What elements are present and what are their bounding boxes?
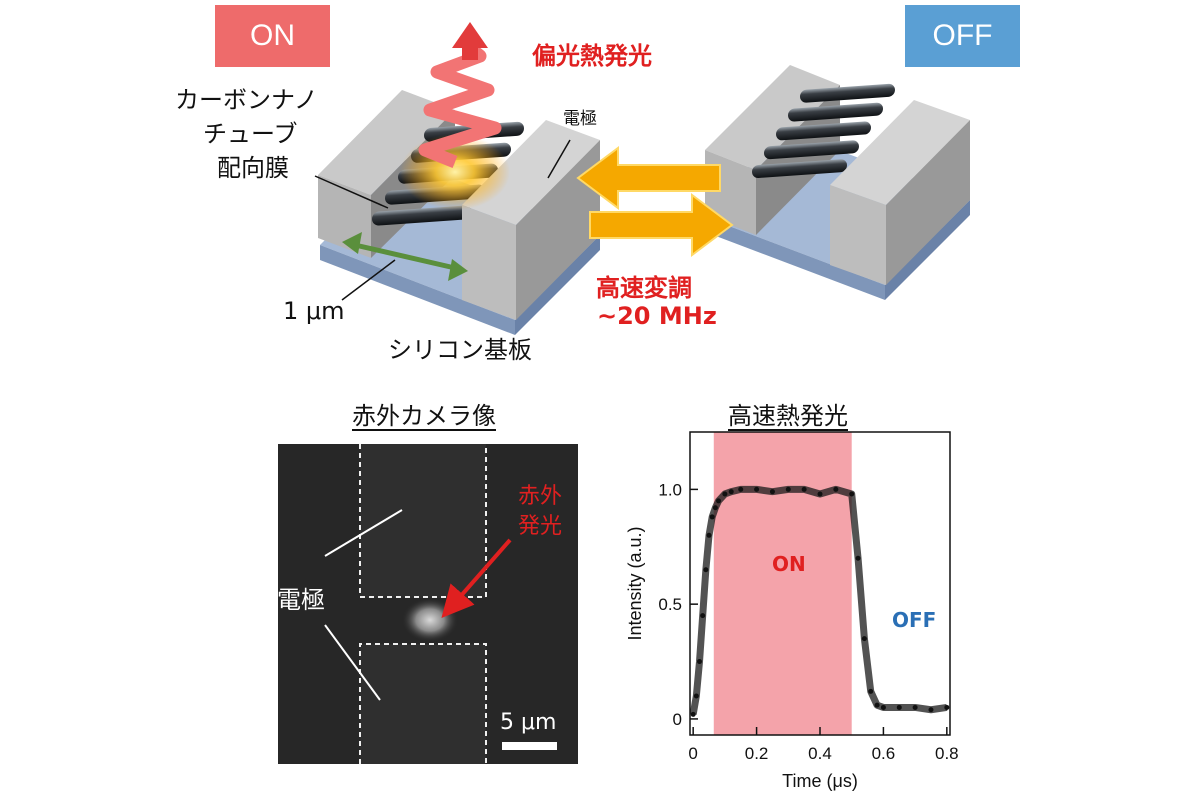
arrow-right-icon [589,193,734,257]
x-tick-label: 0.8 [935,744,959,763]
cnt-label-line2: チューブ [203,120,298,148]
data-point [716,498,722,504]
on-region [713,432,852,735]
data-point [769,489,775,495]
cnt-label-line3: 配向膜 [217,154,289,182]
data-point [728,489,734,495]
off-badge: OFF [905,5,1020,67]
ir-arrow-icon [441,538,512,619]
left-device [318,22,600,335]
ir-electrode-label: 電極 [277,586,325,614]
data-point [928,707,934,713]
y-tick-label: 1.0 [658,480,682,499]
frequency-label: ~20 MHz [597,302,717,330]
plot-off-label: OFF [892,608,937,632]
data-point [712,505,718,511]
scale-1um-label: 1 μm [283,297,345,325]
data-point [833,486,839,492]
y-tick-label: 0 [673,710,682,729]
width-arrow-icon [354,242,456,271]
data-point [700,613,706,619]
data-point [944,704,950,710]
data-point [722,491,728,497]
data-point [754,486,760,492]
ir-emission-label-line1: 赤外 [518,484,563,509]
ir-emission-label-line2: 発光 [518,514,563,539]
x-tick-label: 0 [688,744,697,763]
data-point [706,532,712,538]
data-point [697,659,703,665]
x-tick-label: 0.4 [808,744,832,763]
data-point [738,486,744,492]
plot-title: 高速熱発光 [728,402,848,430]
x-axis-label: Time (μs) [782,771,858,791]
substrate-label: シリコン基板 [388,336,532,364]
cnt-film-right [752,83,895,178]
modulation-label: 高速変調 [596,274,692,302]
cnt-label-line1: カーボンナノ [175,86,318,114]
electrode-label-top: 電極 [563,109,597,129]
data-point [703,567,709,573]
ir-image-title: 赤外カメラ像 [352,402,496,430]
scale-5um-label: 5 μm [500,710,557,735]
data-point [868,688,874,694]
data-point [861,636,867,642]
data-point [855,555,861,561]
data-point [874,702,880,708]
x-tick-label: 0.6 [872,744,896,763]
data-point [693,693,699,699]
data-point [690,711,696,717]
data-point [849,491,855,497]
data-point [896,704,902,710]
x-tick-label: 0.2 [745,744,769,763]
ir-camera-image [278,444,578,764]
on-badge: ON [215,5,330,67]
data-point [709,514,715,520]
series-trace [689,485,948,715]
plot-on-label: ON [772,552,806,576]
data-point [880,704,886,710]
right-device [700,65,970,300]
arrow-left-icon [576,146,721,210]
y-tick-label: 0.5 [658,595,682,614]
polarized-emission-label: 偏光熱発光 [532,42,652,70]
y-axis-label: Intensity (a.u.) [625,526,645,640]
scale-bar-5um [502,742,557,750]
data-point [785,486,791,492]
emission-arrowhead [452,22,488,60]
data-point [817,491,823,497]
data-point [912,704,918,710]
data-point [801,486,807,492]
